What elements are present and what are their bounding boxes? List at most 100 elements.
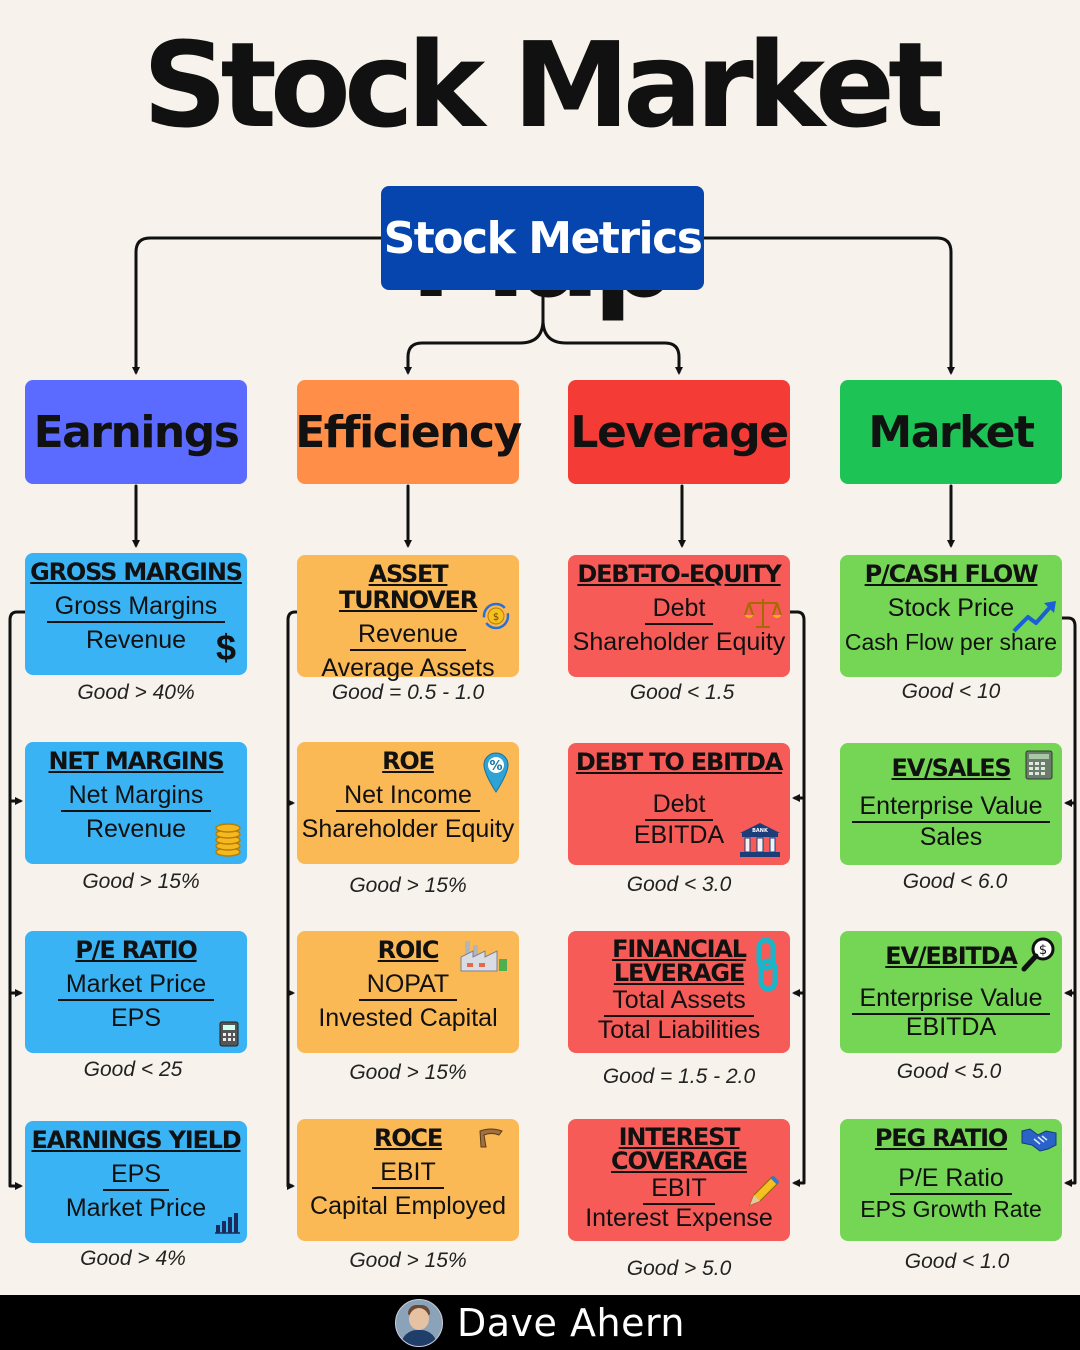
good-threshold: Good < 5.0: [896, 1060, 1002, 1083]
good-threshold: Good < 3.0: [626, 873, 732, 896]
card-denominator: Invested Capital: [318, 1004, 498, 1032]
card-ev-sales: EV/SALES Enterprise Value Sales: [840, 743, 1062, 865]
card-denominator: EBITDA: [633, 821, 725, 849]
percent-pin-icon: %: [483, 752, 509, 793]
card-title: ROCE: [373, 1124, 443, 1152]
card-peg-ratio: PEG RATIO P/E Ratio EPS Growth Rate: [840, 1119, 1062, 1241]
chain-link-icon: [756, 937, 778, 992]
card-earnings-yield: EARNINGS YIELD EPS Market Price: [25, 1121, 247, 1243]
card-title: EV/SALES: [891, 754, 1012, 782]
card-title: DEBT-TO-EQUITY: [577, 560, 781, 588]
card-net-margins: NET MARGINS Net Margins Revenue: [25, 742, 247, 864]
card-title: INTEREST: [618, 1123, 741, 1151]
good-threshold: Good = 1.5 - 2.0: [602, 1065, 756, 1088]
card-ev-ebitda: EV/EBITDA Enterprise Value EBITDA $: [840, 931, 1062, 1053]
card-denominator: Revenue: [85, 815, 187, 843]
cash-register-icon: [1025, 750, 1053, 780]
good-threshold: Good < 25: [83, 1058, 183, 1081]
card-title: FINANCIAL: [612, 935, 747, 963]
card-numerator: NOPAT: [358, 970, 458, 1001]
card-title: P/CASH FLOW: [864, 560, 1039, 588]
card-title: EARNINGS YIELD: [31, 1126, 241, 1154]
category-market: Market: [840, 380, 1062, 484]
card-numerator: EBIT: [372, 1158, 444, 1189]
card-title-line2: COVERAGE: [611, 1147, 748, 1175]
good-threshold: Good > 15%: [349, 1249, 467, 1272]
card-pe-ratio: P/E RATIO Market Price EPS: [25, 931, 247, 1053]
card-numerator: Net Income: [336, 781, 480, 812]
coin-cycle-icon: $: [482, 602, 510, 630]
good-threshold: Good > 15%: [349, 1061, 467, 1084]
card-numerator: Debt: [644, 594, 714, 625]
card-title: DEBT TO EBITDA: [575, 748, 783, 776]
card-denominator: Revenue: [85, 626, 187, 654]
card-numerator: EPS: [102, 1160, 170, 1191]
calculator-icon: [219, 1021, 239, 1047]
card-denominator: EPS: [110, 1004, 162, 1032]
handshake-icon: [1021, 1128, 1057, 1152]
bank-icon: BANK: [740, 823, 780, 857]
connector-lines: [8, 236, 1077, 1190]
card-financial-leverage: FINANCIAL LEVERAGE Total Assets Total Li…: [568, 931, 790, 1053]
dollar-icon: $: [215, 627, 237, 668]
card-denominator: Shareholder Equity: [572, 628, 786, 656]
card-denominator: Sales: [919, 823, 983, 851]
card-numerator: Market Price: [57, 970, 215, 1001]
card-numerator: Stock Price: [887, 594, 1015, 622]
card-gross-margins: GROSS MARGINS Gross Margins Revenue $: [25, 553, 247, 675]
svg-text:$: $: [493, 612, 499, 623]
boomerang-icon: [479, 1128, 503, 1148]
card-p-cash-flow: P/CASH FLOW Stock Price Cash Flow per sh…: [840, 555, 1062, 677]
card-roce: ROCE EBIT Capital Employed: [297, 1119, 519, 1241]
card-denominator: Capital Employed: [310, 1192, 506, 1220]
card-numerator: Net Margins: [60, 781, 212, 812]
trend-up-icon: [1012, 601, 1056, 633]
card-denominator: Average Assets: [321, 654, 495, 682]
good-threshold: Good < 10: [901, 680, 1001, 703]
category-leverage: Leverage: [568, 380, 790, 484]
author-name: Dave Ahern: [457, 1300, 685, 1345]
root-node-stock-metrics: Stock Metrics: [381, 186, 704, 290]
card-numerator: Revenue: [349, 620, 467, 651]
good-threshold: Good = 0.5 - 1.0: [331, 681, 485, 704]
card-numerator: EBIT: [643, 1174, 715, 1205]
footer-bar: Dave Ahern: [0, 1295, 1080, 1350]
card-asset-turnover: ASSET TURNOVER Revenue Average Assets $: [297, 555, 519, 682]
card-numerator: Total Assets: [604, 986, 754, 1017]
card-interest-coverage: INTEREST COVERAGE EBIT Interest Expense: [568, 1119, 790, 1241]
card-title-line2: LEVERAGE: [613, 959, 745, 987]
card-denominator: Total Liabilities: [597, 1016, 761, 1044]
card-numerator: Debt: [644, 790, 714, 821]
good-threshold: Good > 15%: [82, 870, 200, 893]
card-roic: ROIC NOPAT Invested Capital: [297, 931, 519, 1053]
card-denominator: Cash Flow per share: [844, 629, 1058, 655]
card-debt-to-ebitda: DEBT TO EBITDA Debt EBITDA BANK: [568, 743, 790, 865]
magnifier-dollar-icon: $: [1021, 937, 1055, 972]
good-threshold: Good > 15%: [349, 874, 467, 897]
card-title: PEG RATIO: [874, 1124, 1008, 1152]
card-title: ROIC: [377, 936, 440, 964]
card-denominator: Interest Expense: [585, 1204, 773, 1232]
avatar: [395, 1298, 443, 1347]
good-threshold: Good > 4%: [80, 1247, 186, 1270]
card-numerator: Enterprise Value: [851, 792, 1051, 823]
card-denominator: Shareholder Equity: [301, 815, 515, 843]
card-title: ROE: [382, 747, 435, 775]
good-threshold: Good > 5.0: [626, 1257, 732, 1280]
svg-text:%: %: [489, 759, 502, 774]
card-title: ASSET TURNOVER: [338, 560, 478, 614]
good-threshold: Good < 6.0: [902, 870, 1008, 893]
card-title: NET MARGINS: [48, 747, 225, 775]
card-denominator: EPS Growth Rate: [860, 1196, 1042, 1222]
svg-text:$: $: [1039, 943, 1047, 958]
category-efficiency: Efficiency: [295, 380, 522, 484]
pencil-icon: [749, 1175, 780, 1206]
card-denominator: EBITDA: [905, 1013, 997, 1041]
card-numerator: Gross Margins: [46, 592, 226, 623]
good-threshold: Good < 1.5: [629, 681, 735, 704]
bank-label: BANK: [752, 828, 769, 834]
card-title: P/E RATIO: [75, 936, 197, 964]
card-debt-to-equity: DEBT-TO-EQUITY Debt Shareholder Equity: [568, 555, 790, 677]
card-numerator: Enterprise Value: [851, 984, 1051, 1015]
good-threshold: Good > 40%: [77, 681, 195, 704]
